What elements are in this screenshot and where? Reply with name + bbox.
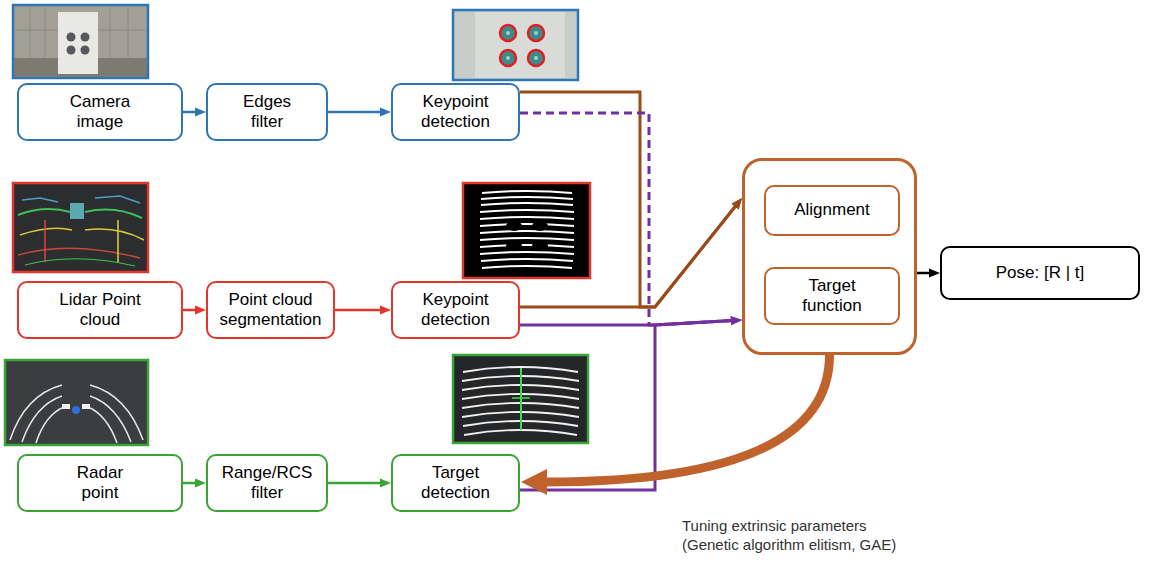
node-label: Alignment bbox=[794, 200, 870, 220]
process-box: Keypoint detection bbox=[391, 83, 520, 141]
connector-line bbox=[183, 111, 197, 114]
lidar-thumbnail bbox=[13, 183, 148, 272]
node-label: Edges filter bbox=[232, 92, 302, 133]
arrow-head bbox=[195, 108, 206, 117]
camera-thumbnail bbox=[13, 5, 148, 78]
arrow-head bbox=[929, 269, 940, 278]
arrow-head bbox=[731, 316, 742, 325]
arrow-head bbox=[380, 108, 391, 117]
arrow-head bbox=[380, 306, 391, 315]
arrow-head bbox=[731, 316, 742, 325]
arrow-head bbox=[521, 469, 547, 495]
node-label: Camera image bbox=[55, 92, 145, 133]
node-label: Range/RCS filter bbox=[217, 463, 317, 504]
group-box: AlignmentTarget function bbox=[742, 158, 917, 355]
lidar-keypoint-thumbnail bbox=[463, 183, 590, 278]
process-box: Camera image bbox=[17, 83, 183, 141]
process-box: Lidar Point cloud bbox=[17, 281, 183, 339]
arrow-head bbox=[380, 479, 391, 488]
radar-target-thumbnail bbox=[453, 355, 588, 443]
connector-line bbox=[183, 482, 197, 485]
connector bbox=[328, 479, 391, 488]
connector-line bbox=[328, 482, 382, 485]
connector-line bbox=[520, 113, 733, 325]
connector-line bbox=[335, 309, 382, 312]
process-box: Point cloud segmentation bbox=[206, 281, 335, 339]
arrow-head bbox=[732, 198, 742, 209]
node-label: Lidar Point cloud bbox=[50, 290, 150, 331]
output-box: Pose: [R | t] bbox=[940, 246, 1140, 300]
connector bbox=[328, 108, 391, 117]
radar-thumbnail bbox=[5, 360, 148, 445]
connector bbox=[335, 306, 391, 315]
arrow-head bbox=[195, 479, 206, 488]
connector bbox=[183, 306, 206, 315]
connector-line bbox=[520, 92, 736, 307]
process-box: Radar point bbox=[17, 454, 183, 512]
connector bbox=[183, 479, 206, 488]
connector bbox=[520, 92, 742, 307]
node-label: Keypoint detection bbox=[406, 290, 506, 331]
connector-line bbox=[328, 111, 382, 114]
node-label: Point cloud segmentation bbox=[215, 290, 327, 331]
process-box: Edges filter bbox=[206, 83, 328, 141]
node-label: Radar point bbox=[69, 463, 131, 504]
connector bbox=[917, 269, 940, 278]
node-label: Pose: [R | t] bbox=[996, 263, 1085, 283]
edge-label: Tuning extrinsic parameters (Genetic alg… bbox=[682, 517, 910, 555]
process-box: Keypoint detection bbox=[391, 281, 520, 339]
feedback-arrow bbox=[545, 355, 830, 482]
connector bbox=[520, 198, 742, 307]
process-box: Alignment bbox=[764, 185, 900, 236]
node-label: Target detection bbox=[406, 463, 506, 504]
arrow-head bbox=[731, 316, 742, 325]
connector bbox=[520, 113, 742, 325]
camera-keypoint-thumbnail bbox=[453, 10, 578, 80]
process-box: Target function bbox=[764, 267, 900, 325]
connector-line bbox=[183, 309, 197, 312]
connector bbox=[521, 355, 830, 495]
connector bbox=[183, 108, 206, 117]
node-label: Target function bbox=[787, 276, 877, 317]
node-label: Keypoint detection bbox=[406, 92, 506, 133]
arrow-head bbox=[195, 306, 206, 315]
process-box: Target detection bbox=[391, 454, 520, 512]
process-box: Range/RCS filter bbox=[206, 454, 328, 512]
connector-line bbox=[520, 205, 736, 307]
connector-line bbox=[917, 272, 931, 275]
